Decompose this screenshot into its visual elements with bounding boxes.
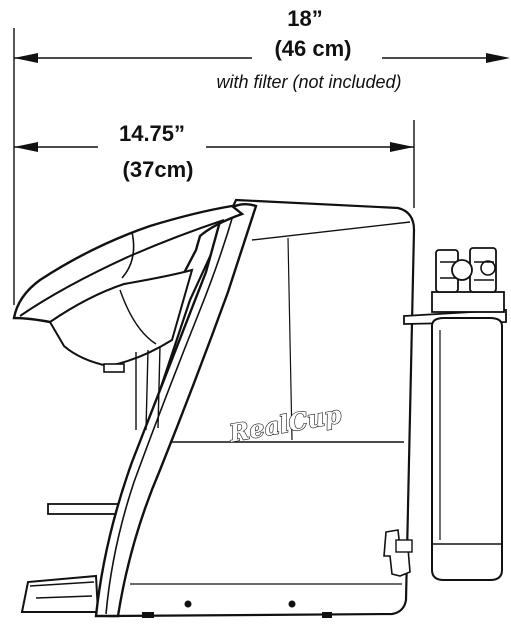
body-width-inches: 14.75”: [119, 121, 185, 146]
lid-handle-curve: [121, 231, 135, 279]
drip-tray-grate: [29, 581, 95, 587]
lid-highlight: [19, 219, 225, 317]
total-width-cm: (46 cm): [274, 36, 351, 61]
filter-head: [431, 291, 505, 313]
base-screw-left: [184, 600, 192, 608]
total-width-inches: 18”: [287, 6, 322, 31]
water-filter: [403, 247, 507, 581]
water-fitting: [383, 529, 411, 577]
housing-top-seam: [251, 221, 411, 241]
body-width-cm: (37cm): [123, 157, 194, 182]
swoosh-inner-line: [105, 211, 235, 615]
base-screw-right: [288, 600, 296, 608]
drip-tray: [20, 574, 100, 613]
pod-chamber: [48, 268, 194, 368]
housing-vertical-seam: [287, 237, 293, 441]
drip-tray-edge: [35, 595, 93, 599]
dispenser-nozzle: [103, 363, 125, 373]
foot-right: [322, 612, 332, 618]
body-width-arrow-right: [390, 142, 414, 152]
filter-valve-knob: [451, 259, 473, 281]
total-width-arrow-left: [14, 53, 38, 63]
total-width-dimension: 18” (46 cm) with filter (not included): [13, 6, 510, 305]
foot-left: [142, 612, 154, 618]
pod-chamber-seam: [119, 289, 157, 345]
front-swoosh: [94, 203, 258, 618]
cup-stand: [47, 503, 121, 515]
valve-detail-lines: [440, 261, 494, 281]
fitting-nut: [395, 539, 413, 553]
total-width-note: with filter (not included): [216, 72, 401, 92]
inner-column-lines: [135, 345, 161, 431]
coffee-maker: RealCup: [12, 198, 416, 618]
body-width-arrow-left: [14, 142, 38, 152]
body-width-dimension: 14.75” (37cm): [14, 120, 415, 208]
main-housing: [108, 198, 416, 618]
filter-valve-cap: [480, 260, 496, 276]
filter-cartridge: [431, 317, 503, 581]
total-width-arrow-right: [486, 53, 510, 63]
